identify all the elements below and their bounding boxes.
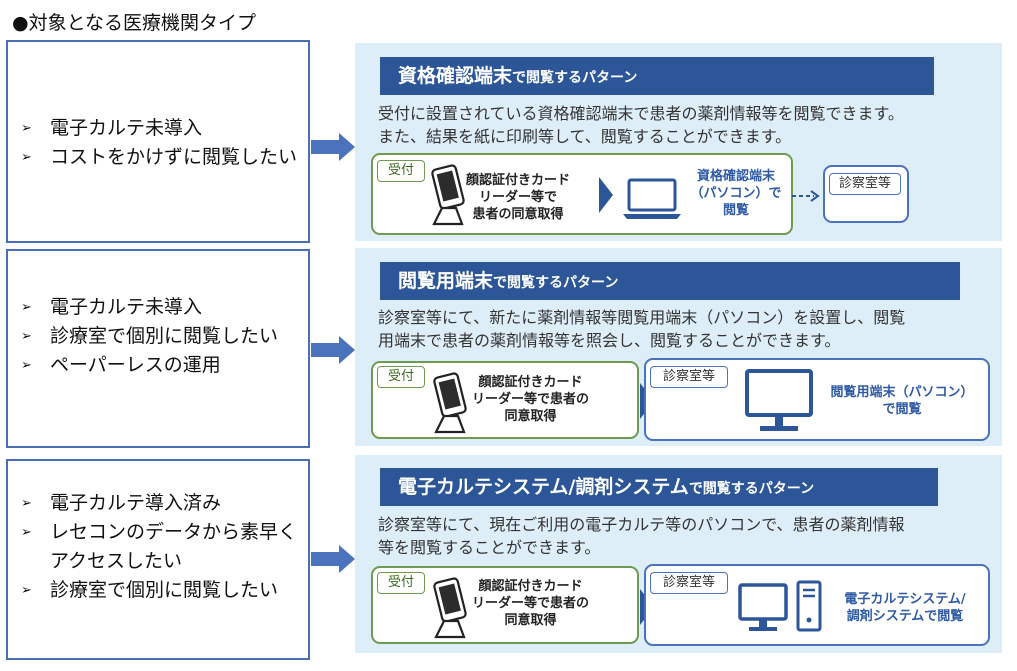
caption-line: 電子カルテシステム/ <box>844 592 966 607</box>
caption-line: 顔認証付きカード <box>466 173 571 188</box>
description-line: 用端末で患者の薬剤情報等を照会し、閲覧することができます。 <box>378 331 841 350</box>
laptop-icon <box>623 178 681 219</box>
right-arrow-icon <box>311 336 355 364</box>
left-item-label: コストをかけずに閲覧したい <box>50 146 298 168</box>
card-reader-caption: 顔認証付きカード リーダー等で患者の 同意取得 <box>472 374 589 425</box>
dashed-arrow-icon <box>792 190 820 202</box>
right-arrow-icon <box>311 133 355 161</box>
caption-line: 調剤システムで閲覧 <box>846 609 964 624</box>
description-line: 受付に設置されている資格確認端末で患者の薬剤情報等を閲覧できます。 <box>378 104 904 123</box>
caption-line: リーダー等で <box>479 190 558 205</box>
pattern-title-bar-row-2: 閲覧用端末で閲覧するパターン <box>380 262 960 300</box>
arrowhead-bullet-icon: ➢ <box>21 358 32 373</box>
arrowhead-bullet-icon: ➢ <box>21 583 32 598</box>
description-line: 等を閲覧することができます。 <box>378 538 601 557</box>
left-list-item: ➢ コストをかけずに閲覧したい <box>8 143 308 172</box>
arrowhead-bullet-icon: ➢ <box>21 329 32 344</box>
desktop-tower-icon <box>796 580 822 632</box>
pattern-title-bar-row-3: 電子カルテシステム/調剤システムで閲覧するパターン <box>380 468 938 506</box>
left-list-item: ➢ レセコンのデータから素早くアクセスしたい <box>8 518 308 576</box>
monitor-icon <box>738 583 788 631</box>
exam-room-tag: 診察室等 <box>650 572 728 594</box>
caption-line: 同意取得 <box>504 613 557 628</box>
left-list-item: ➢ 電子カルテ導入済み <box>8 489 308 518</box>
section-heading: ●対象となる医療機関タイプ <box>12 12 257 34</box>
left-item-label: 診療室で個別に閲覧したい <box>50 579 279 601</box>
chevron-right-icon <box>599 177 613 213</box>
left-item-label: ペーパーレスの運用 <box>50 354 221 376</box>
caption-line: 閲覧用端末（パソコン） <box>830 385 974 400</box>
card-reader-caption: 顔認証付きカード リーダー等で 患者の同意取得 <box>466 172 570 223</box>
left-box-row-2: ➢ 電子カルテ未導入 ➢ 診療室で個別に閲覧したい ➢ ペーパーレスの運用 <box>6 249 310 448</box>
exam-room-tag: 診察室等 <box>650 366 728 388</box>
right-arrow-icon <box>311 545 355 573</box>
pattern-description-row-3: 診察室等にて、現在ご利用の電子カルテ等のパソコンで、患者の薬剤情報 等を閲覧する… <box>378 513 905 559</box>
left-list-item: ➢ ペーパーレスの運用 <box>8 351 308 380</box>
caption-line: （パソコン）で <box>690 186 782 201</box>
left-list-item: ➢ 電子カルテ未導入 <box>8 114 308 143</box>
pattern-description-row-1: 受付に設置されている資格確認端末で患者の薬剤情報等を閲覧できます。 また、結果を… <box>378 102 904 148</box>
arrowhead-bullet-icon: ➢ <box>21 150 32 165</box>
reception-tag: 受付 <box>377 160 425 182</box>
left-list-item: ➢ 電子カルテ未導入 <box>8 293 308 322</box>
exam-room-tag: 診察室等 <box>829 173 901 195</box>
left-item-label: レセコンのデータから素早くアクセスしたい <box>50 521 298 572</box>
card-reader-caption: 顔認証付きカード リーダー等で患者の 同意取得 <box>472 578 589 629</box>
caption-line: 資格確認端末 <box>696 169 775 184</box>
arrowhead-bullet-icon: ➢ <box>21 300 32 315</box>
left-list-item: ➢ 診療室で個別に閲覧したい <box>8 576 308 605</box>
description-line: 診察室等にて、現在ご利用の電子カルテ等のパソコンで、患者の薬剤情報 <box>378 515 905 534</box>
left-box-row-1: ➢ 電子カルテ未導入 ➢ コストをかけずに閲覧したい <box>6 40 310 243</box>
caption-line: 顔認証付きカード <box>478 579 583 594</box>
card-reader-icon <box>433 577 467 639</box>
caption-line: で閲覧 <box>882 402 922 417</box>
pattern-title-suffix: で閲覧するパターン <box>512 70 638 86</box>
monitor-icon <box>745 369 813 431</box>
left-item-label: 電子カルテ導入済み <box>50 492 222 514</box>
terminal-caption: 電子カルテシステム/ 調剤システムで閲覧 <box>830 591 980 625</box>
pattern-title-suffix: で閲覧するパターン <box>688 481 815 497</box>
arrowhead-bullet-icon: ➢ <box>21 121 32 136</box>
left-item-label: 電子カルテ未導入 <box>50 296 203 318</box>
card-reader-icon <box>431 164 465 226</box>
description-line: 診察室等にて、新たに薬剤情報等閲覧用端末（パソコン）を設置し、閲覧 <box>378 308 906 327</box>
caption-line: 患者の同意取得 <box>472 207 564 222</box>
caption-line: リーダー等で患者の <box>472 596 590 611</box>
pattern-description-row-2: 診察室等にて、新たに薬剤情報等閲覧用端末（パソコン）を設置し、閲覧 用端末で患者… <box>378 306 905 352</box>
caption-line: 同意取得 <box>504 409 557 424</box>
reception-tag: 受付 <box>377 366 425 388</box>
caption-line: 閲覧 <box>722 203 749 218</box>
pattern-title-main: 閲覧用端末 <box>398 270 494 292</box>
description-line: また、結果を紙に印刷等して、閲覧することができます。 <box>378 127 792 146</box>
left-box-row-3: ➢ 電子カルテ導入済み ➢ レセコンのデータから素早くアクセスしたい ➢ 診療室で個別… <box>6 459 310 660</box>
arrowhead-bullet-icon: ➢ <box>21 496 32 511</box>
pattern-title-main: 電子カルテシステム/調剤システム <box>398 476 689 498</box>
left-item-label: 電子カルテ未導入 <box>50 117 203 139</box>
pattern-title-bar-row-1: 資格確認端末で閲覧するパターン <box>380 57 934 95</box>
arrowhead-bullet-icon: ➢ <box>21 525 32 540</box>
left-list-item: ➢ 診療室で個別に閲覧したい <box>8 322 308 351</box>
pattern-title-suffix: で閲覧するパターン <box>493 275 619 291</box>
caption-line: 顔認証付きカード <box>478 375 583 390</box>
terminal-caption: 資格確認端末 （パソコン）で 閲覧 <box>686 168 786 219</box>
pattern-title-main: 資格確認端末 <box>398 65 513 87</box>
terminal-caption: 閲覧用端末（パソコン） で閲覧 <box>820 384 984 418</box>
reception-tag: 受付 <box>377 572 425 594</box>
caption-line: リーダー等で患者の <box>472 392 590 407</box>
card-reader-icon <box>433 372 467 434</box>
left-item-label: 診療室で個別に閲覧したい <box>50 325 279 347</box>
